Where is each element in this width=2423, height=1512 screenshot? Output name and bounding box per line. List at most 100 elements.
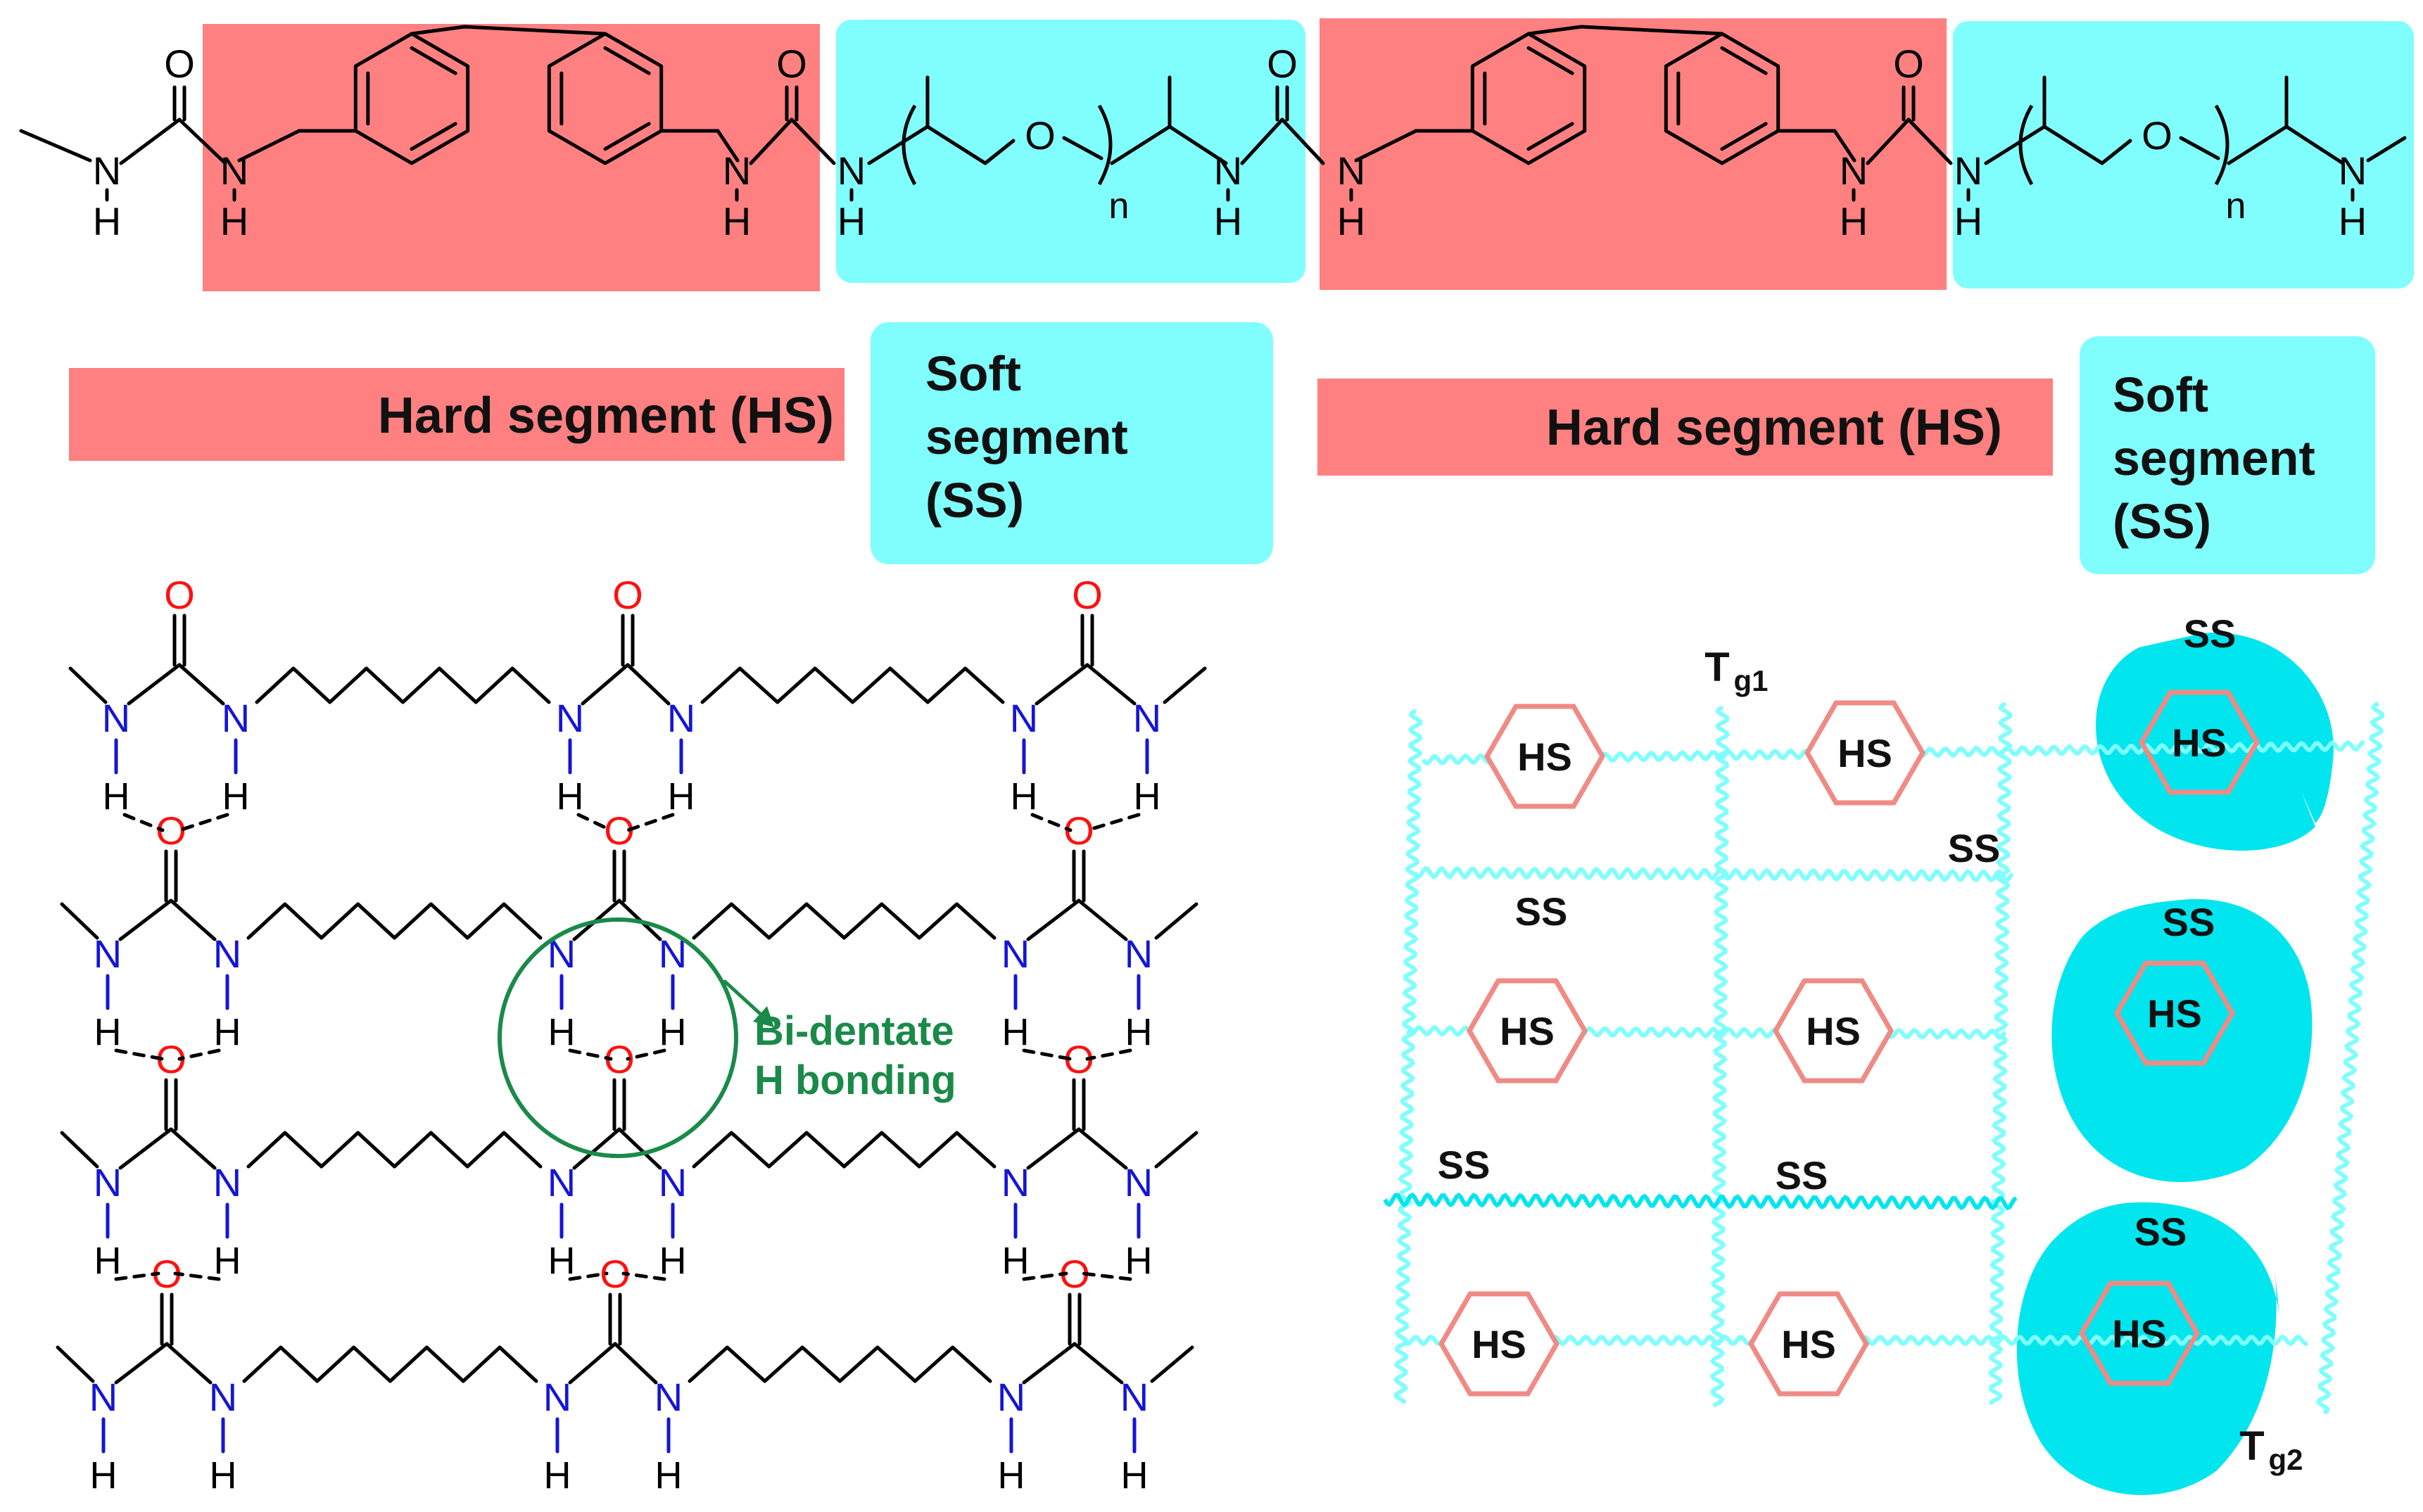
bond xyxy=(568,1342,617,1385)
alkyl-chain xyxy=(688,1345,992,1383)
nitrogen-atom: N xyxy=(1954,148,1982,193)
hydrogen-atom: H xyxy=(1125,1011,1153,1053)
hydrogen-atom: H xyxy=(210,1454,237,1497)
bond xyxy=(613,1342,658,1385)
hs-label: HS xyxy=(2147,991,2202,1036)
oxygen-atom: O xyxy=(164,42,195,86)
hs-label: HS xyxy=(2172,720,2227,765)
bond xyxy=(177,663,225,706)
hydrogen-atom: H xyxy=(103,775,130,818)
nitrogen-atom: N xyxy=(723,148,751,193)
hard-domain-hex xyxy=(1438,1291,1560,1397)
ring-double-bond xyxy=(410,122,457,151)
hard-legend-bar-2 xyxy=(1317,379,2053,476)
soft-domain-blob xyxy=(2096,633,2334,851)
ring-double-bond xyxy=(603,46,651,75)
ss-label: SS xyxy=(2184,611,2237,656)
nitrogen-atom: N xyxy=(543,1375,571,1419)
nitrogen-atom: N xyxy=(548,1160,576,1205)
repeat-n: n xyxy=(1109,186,1130,227)
hydrogen-bond xyxy=(626,1048,666,1061)
alkyl-chain xyxy=(692,902,997,940)
hydrogen-bond xyxy=(621,1271,666,1281)
bond xyxy=(581,663,630,706)
hard-segment-box-2 xyxy=(1320,18,1947,290)
nitrogen-atom: N xyxy=(1001,932,1030,976)
hard-domain-hex xyxy=(1747,1291,1870,1397)
methylene-bridge xyxy=(1526,25,1724,36)
hydrogen-atom: H xyxy=(1214,199,1242,243)
hard-domain-hex xyxy=(1804,700,1926,806)
nitrogen-atom: N xyxy=(213,1160,241,1205)
soft-segment-label-2: Soft xyxy=(2113,367,2208,422)
nitrogen-atom: N xyxy=(94,932,122,976)
ss-label: SS xyxy=(2163,900,2215,944)
hydrogen-atom: H xyxy=(1337,199,1365,243)
bond xyxy=(1022,1342,1077,1385)
hydrogen-atom: H xyxy=(723,199,751,243)
repeat-n: n xyxy=(2226,186,2246,227)
hydrogen-atom: H xyxy=(1125,1240,1153,1282)
tg1-subscript: g1 xyxy=(1733,664,1768,697)
hydrogen-bond xyxy=(1022,1048,1073,1061)
ring-double-bond xyxy=(1526,122,1574,151)
bond xyxy=(1073,1342,1124,1385)
hard-segment-label-2: Hard segment (HS) xyxy=(1546,400,2002,456)
hydrogen-bond xyxy=(1085,813,1141,832)
wavy-chain-icon xyxy=(1709,705,1731,1408)
wavy-chain-icon xyxy=(1383,1192,2018,1211)
hydrogen-bond xyxy=(1085,1048,1132,1061)
bond xyxy=(1077,898,1128,941)
nitrogen-atom: N xyxy=(1120,1375,1149,1419)
hydrogen-atom: H xyxy=(1011,775,1038,818)
hydrogen-atom: H xyxy=(659,1240,687,1282)
hydrogen-atom: H xyxy=(548,1011,576,1053)
nitrogen-atom: N xyxy=(209,1375,237,1419)
bond xyxy=(1833,129,1856,163)
ring-icon xyxy=(547,32,664,165)
hydrogen-bond xyxy=(1030,813,1073,832)
bond xyxy=(749,117,794,165)
hydrogen-atom: H xyxy=(1121,1454,1149,1497)
hydrogen-bond xyxy=(568,1271,609,1281)
bond xyxy=(716,129,740,163)
terminal-methyl xyxy=(1150,1345,1194,1383)
hard-domain-hex xyxy=(1466,978,1588,1084)
bond xyxy=(118,1127,173,1170)
bond xyxy=(626,663,671,706)
bond xyxy=(169,1127,217,1170)
bond xyxy=(1026,1127,1081,1170)
hydrogen-bond xyxy=(122,813,165,832)
soft-segment-label-1: segment xyxy=(925,409,1128,464)
nitrogen-atom: N xyxy=(1001,1160,1030,1205)
hydrogen-atom: H xyxy=(214,1240,241,1282)
bond xyxy=(790,117,836,165)
circle-highlight-icon xyxy=(498,917,738,1158)
repeat-bracket-right xyxy=(2214,104,2229,186)
hydrogen-atom: H xyxy=(544,1454,571,1497)
ring-icon xyxy=(353,32,470,165)
hard-domain-hex xyxy=(2113,960,2236,1066)
ring-double-bond xyxy=(410,46,457,75)
hydrogen-atom: H xyxy=(668,775,695,818)
hydrogen-atom: H xyxy=(1134,775,1161,818)
hydrogen-atom: H xyxy=(2339,199,2367,243)
bond xyxy=(1085,663,1137,706)
methylene-bridge xyxy=(410,25,607,36)
hydrogen-atom: H xyxy=(1002,1240,1030,1282)
hydrogen-atom: H xyxy=(548,1240,576,1282)
ring-double-bond xyxy=(603,122,651,151)
hs-label: HS xyxy=(1837,731,1892,775)
ss-label: SS xyxy=(1438,1143,1491,1187)
hydrogen-bond xyxy=(1081,1271,1132,1281)
wavy-chain-icon xyxy=(1393,709,1423,1405)
oxygen-atom: O xyxy=(1072,573,1103,617)
ring-icon xyxy=(1664,32,1780,165)
hydrogen-atom: H xyxy=(1954,199,1982,243)
alkyl-chain xyxy=(692,1131,997,1169)
nitrogen-atom: N xyxy=(1125,1160,1153,1205)
bond xyxy=(1026,898,1081,941)
